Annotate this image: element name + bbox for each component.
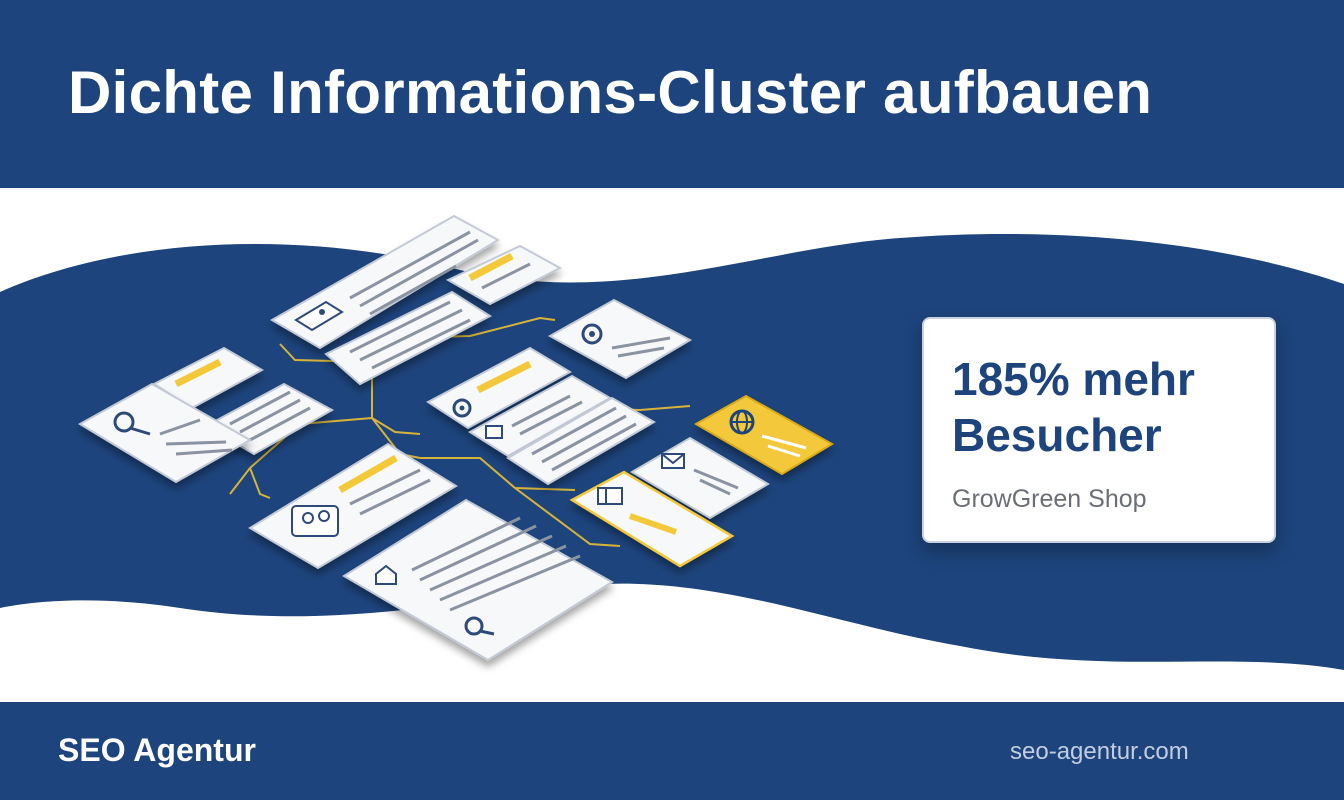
card-tag-top bbox=[445, 244, 563, 306]
card-layout-accent bbox=[629, 513, 677, 535]
card-text-main-lines bbox=[349, 300, 471, 370]
home-icon bbox=[375, 564, 397, 585]
stat-value: 185% mehr Besucher bbox=[952, 353, 1195, 461]
card-mail-lines bbox=[693, 468, 739, 496]
card-settings bbox=[547, 298, 693, 380]
card-tag-left-accent bbox=[174, 358, 222, 388]
brand-name: SEO Agentur bbox=[58, 732, 256, 768]
card-globe-highlight-lines bbox=[761, 434, 807, 458]
card-people-lines bbox=[349, 468, 431, 516]
header-banner: Dichte Informations-Cluster aufbauen bbox=[0, 0, 1344, 188]
footer-url[interactable]: seo-agentur.com bbox=[1010, 738, 1189, 765]
footer-banner: SEO Agentur seo-agentur.com bbox=[0, 702, 1344, 800]
document-icon bbox=[485, 425, 503, 439]
illustration-section: 185% mehr Besucher GrowGreen Shop bbox=[0, 188, 1344, 702]
card-people-accent bbox=[338, 454, 398, 494]
stat-card: 185% mehr Besucher GrowGreen Shop bbox=[922, 317, 1276, 543]
gear-icon bbox=[452, 398, 472, 418]
card-tag-top-accent bbox=[468, 252, 514, 282]
card-center-top-accent bbox=[476, 360, 532, 394]
people-icon bbox=[291, 505, 339, 537]
card-settings-lines bbox=[611, 336, 671, 358]
layout-icon bbox=[597, 487, 623, 505]
page-title: Dichte Informations-Cluster aufbauen bbox=[68, 59, 1153, 126]
card-search-left-lines bbox=[159, 418, 233, 456]
stat-client-name: GrowGreen Shop bbox=[952, 485, 1147, 513]
mail-icon bbox=[661, 453, 685, 469]
search-icon bbox=[464, 616, 495, 636]
card-center-document-lines bbox=[511, 394, 583, 436]
card-image-lines bbox=[349, 230, 479, 316]
image-icon bbox=[294, 300, 344, 332]
card-text-left-lines bbox=[229, 390, 311, 442]
search-icon bbox=[113, 411, 151, 436]
globe-icon bbox=[729, 409, 755, 435]
gear-icon bbox=[581, 323, 603, 345]
card-large-bottom-lines bbox=[411, 516, 581, 612]
card-large-bottom bbox=[342, 498, 614, 662]
card-center-long-lines bbox=[531, 406, 637, 472]
card-tag-top-line bbox=[481, 262, 531, 290]
